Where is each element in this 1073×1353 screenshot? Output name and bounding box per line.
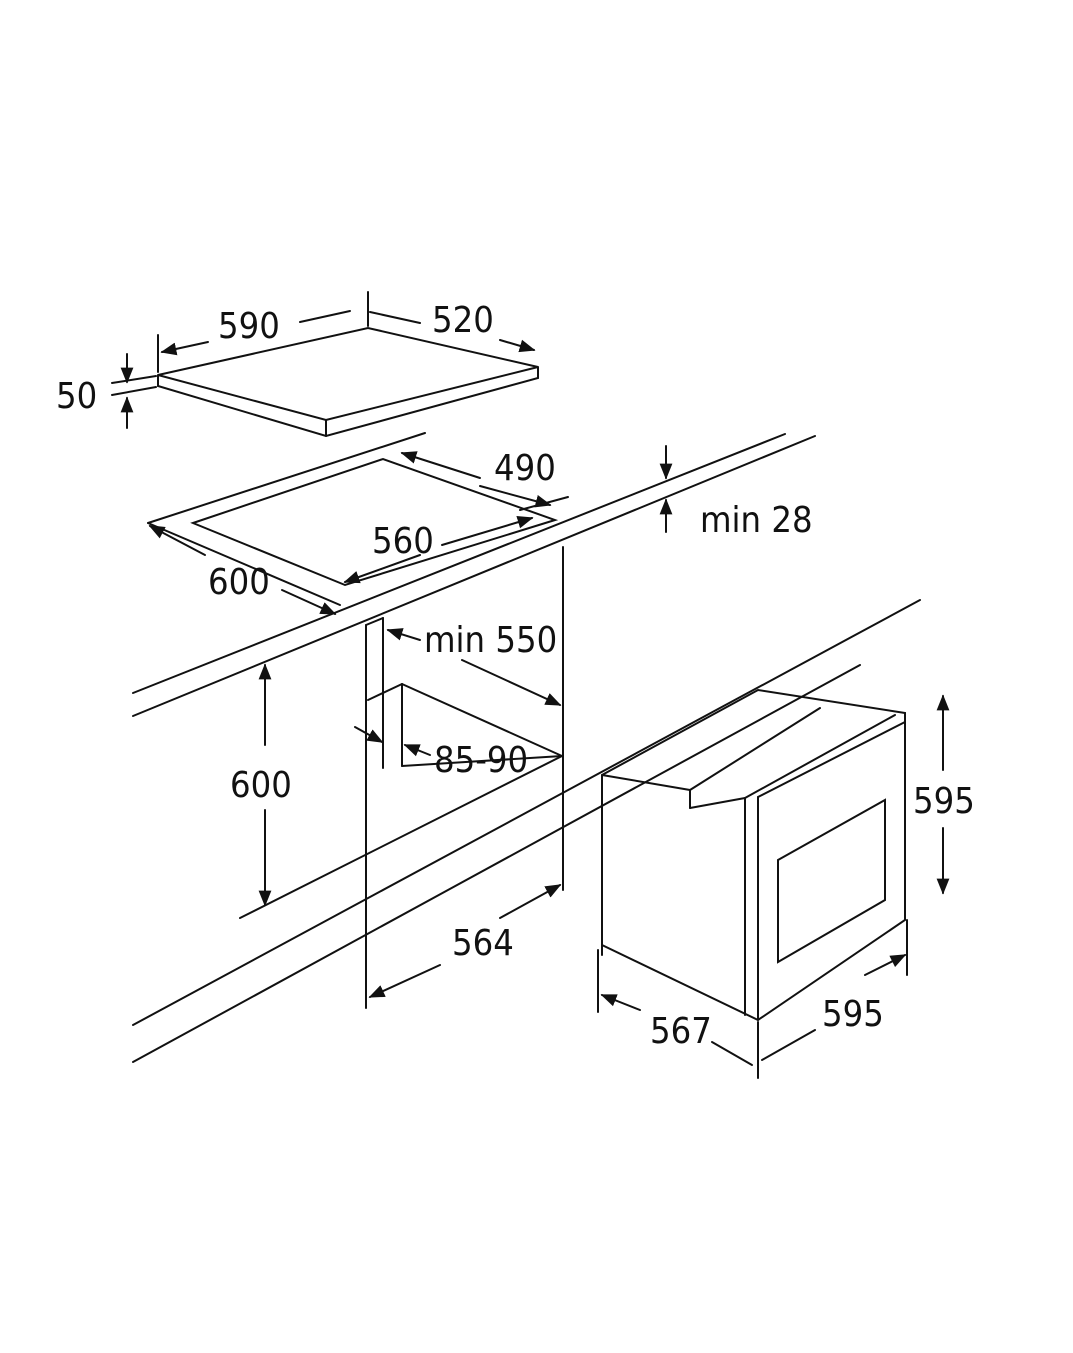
hob: [157, 326, 539, 438]
oven-depth-label: 567: [650, 1011, 712, 1052]
cabinet-gap-label: 85-90: [434, 740, 528, 781]
hob-depth-label: 520: [432, 300, 494, 341]
cabinet-depth-label: 564: [452, 923, 514, 964]
cabinet-height-label: 600: [230, 765, 292, 806]
hob-dimensions: [111, 291, 536, 429]
countertop: [132, 432, 816, 717]
cabinet-min-width-label: min 550: [424, 620, 557, 661]
oven-width-label: 595: [822, 994, 884, 1035]
hob-width-label: 590: [218, 306, 280, 347]
counter-depth-label: 600: [208, 562, 270, 603]
oven-dimensions: [597, 694, 950, 1079]
cutout-dimensions: [148, 445, 673, 615]
cabinet: [132, 546, 921, 1063]
cabinet-dimensions: [258, 628, 562, 998]
hob-height-label: 50: [56, 376, 97, 417]
cutout-width-label: 560: [372, 521, 434, 562]
oven: [601, 688, 906, 1022]
oven-height-label: 595: [913, 781, 975, 822]
cutout-depth-label: 490: [494, 448, 556, 489]
counter-thickness-label: min 28: [700, 500, 813, 541]
